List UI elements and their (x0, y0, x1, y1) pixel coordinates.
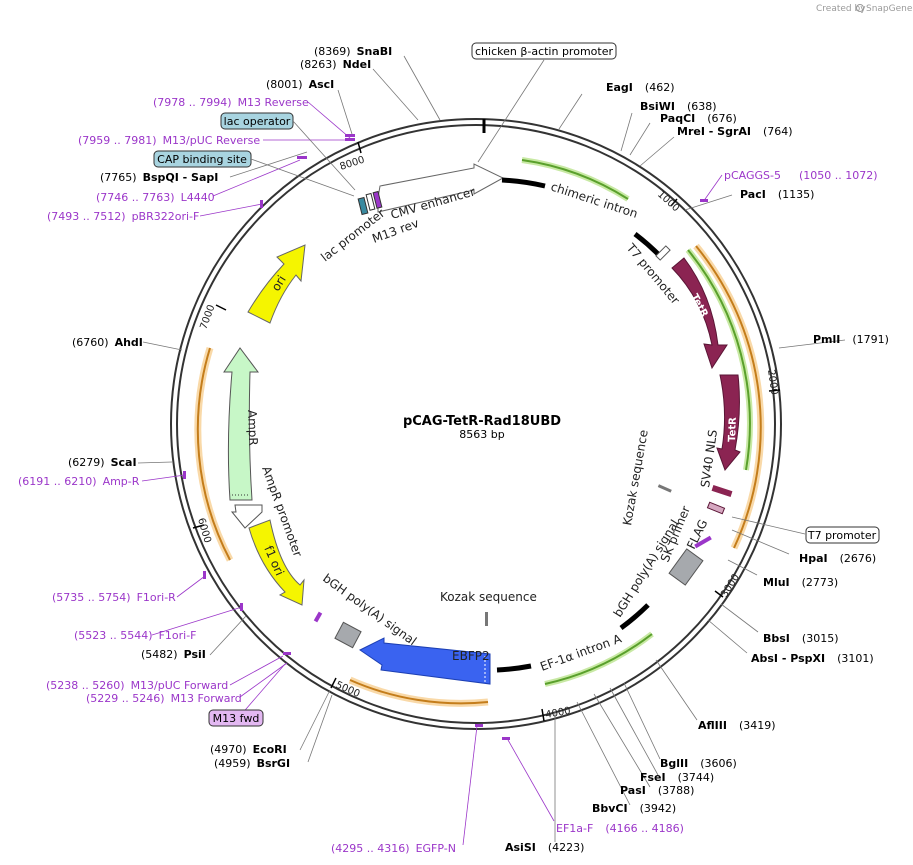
enzyme-bbsi: BbsI(3015) (763, 632, 838, 645)
primer-m13-reverse: (7978 .. 7994)M13 Reverse (153, 96, 309, 109)
label-ef1a-intron: EF-1α intron A (538, 631, 624, 674)
feature-ampr-promoter-arrow (230, 504, 263, 529)
label-kozak-1: Kozak sequence (620, 429, 651, 527)
feature-f1-ori-arrow (248, 519, 305, 606)
feature-ef1a-arc-2 (496, 663, 532, 673)
backbone-outer (170, 118, 782, 730)
feature-sk-primer (694, 535, 712, 549)
credit-brand: SnapGene (866, 4, 913, 14)
box-cap-site-text: CAP binding site (157, 153, 247, 166)
tick-label-3000: 3000 (719, 572, 742, 599)
feature-m13-fwd-mark (313, 611, 323, 623)
enzyme-paqci: PaqCI(676) (660, 112, 737, 125)
enzyme-pmli: PmlI(1791) (813, 333, 889, 346)
tick-marks (192, 141, 781, 722)
feature-sv40-nls (711, 485, 733, 497)
primer-f1ori-f: (5523 .. 5544)F1ori-F (74, 629, 197, 642)
feature-flag-tag (706, 501, 726, 515)
enzyme-bglii: BglII(3606) (660, 757, 737, 770)
box-t7-promoter-text: T7 promoter (807, 529, 877, 542)
plasmid-length: 8563 bp (459, 428, 504, 441)
enzyme-snabi: (8369)SnaBI (314, 45, 392, 58)
box-chicken-promoter (471, 42, 617, 60)
annotation-bands (194, 157, 765, 707)
primer-m13-puc-reverse: (7959 .. 7981)M13/pUC Reverse (78, 134, 260, 147)
tick-label-4000: 4000 (545, 706, 572, 721)
label-ebfp2: EBFP2 (452, 649, 490, 663)
primer-leader-lines (141, 101, 723, 846)
feature-kozak-1 (657, 484, 672, 493)
enzyme-hpai: HpaI(2676) (799, 552, 876, 565)
feature-ef1a-arc (619, 603, 650, 631)
primer-marks (183, 134, 708, 740)
primer-ef1a-f: EF1a-F(4166 .. 4186) (556, 822, 684, 835)
backbone-inner (176, 124, 776, 724)
enzyme-eagi: EagI(462) (606, 81, 675, 94)
enzyme-bspqi-sapi: (7765)BspQI - SapI (100, 171, 218, 184)
credit-prefix: Created by (816, 4, 866, 14)
enzyme-asisi: AsiSI(4223) (505, 841, 584, 854)
feature-bgh-polya-1 (668, 548, 704, 586)
primer-amp-r: (6191 .. 6210)Amp-R (18, 475, 140, 488)
enzyme-mrei-sgrai: MreI - SgrAI(764) (677, 125, 793, 138)
enzyme-mlui: MluI(2773) (763, 576, 838, 589)
enzyme-bsiwi: BsiWI(638) (640, 100, 717, 113)
enzyme-ecori: (4970)EcoRI (210, 743, 287, 756)
feature-tetr-arrow-1 (671, 257, 728, 370)
feature-tetr-arrow-2 (716, 374, 741, 471)
tick-label-2000: 2000 (765, 369, 779, 396)
feature-lac-operator-box (357, 196, 369, 216)
label-sv40-nls: SV40 NLS (698, 429, 720, 489)
primer-pbr322ori-f: (7493 .. 7512)pBR322ori-F (47, 210, 199, 223)
enzyme-psii: (5482)PsiI (141, 648, 206, 661)
primer-f1ori-r: (5735 .. 5754)F1ori-R (52, 591, 176, 604)
feature-bgh-polya-2 (334, 621, 362, 649)
box-m13-fwd-text: M13 fwd (213, 712, 260, 725)
primer-labels: (7978 .. 7994)M13 Reverse (7959 .. 7981)… (18, 96, 878, 855)
enzyme-ndei: (8263)NdeI (300, 58, 371, 71)
features (223, 163, 741, 685)
feature-lac-promoter-box (365, 192, 376, 211)
enzyme-bsrgi: (4959)BsrGI (214, 757, 290, 770)
enzyme-bbvci: BbvCI(3942) (592, 802, 676, 815)
primer-m13-puc-forward: (5238 .. 5260)M13/pUC Forward (46, 679, 228, 692)
enzyme-fsei: FseI(3744) (640, 771, 714, 784)
label-flag: FLAG (684, 517, 710, 551)
label-tetr-2: TetR (727, 417, 739, 442)
enzyme-scai: (6279)ScaI (68, 456, 137, 469)
enzyme-absi-pspxi: AbsI - PspXI(3101) (751, 652, 874, 665)
feature-ebfp2-arrow (359, 637, 491, 685)
enzyme-asci: (8001)AscI (266, 78, 334, 91)
box-chicken-promoter-text: chicken β-actin promoter (475, 45, 613, 58)
label-ampr: AmpR (245, 410, 260, 446)
feature-m13-rev-box (372, 190, 383, 209)
primer-m13-forward: (5229 .. 5246)M13 Forward (86, 692, 242, 705)
label-kozak-2: Kozak sequence (440, 590, 537, 604)
boxed-labels: lac operator CAP binding site chicken β-… (153, 42, 880, 727)
enzyme-ahdi: (6760)AhdI (72, 336, 143, 349)
primer-l4440: (7746 .. 7763)L4440 (96, 191, 215, 204)
feature-cba-promoter-arc (501, 177, 546, 189)
label-bgh-polya-2: bGH poly(A) signal (320, 571, 419, 648)
box-t7-promoter (805, 526, 880, 544)
enzyme-afliii: AflIII(3419) (698, 719, 776, 732)
feature-ori-arrow (247, 244, 306, 324)
primer-egfp-n: (4295 .. 4316)EGFP-N (331, 842, 456, 855)
tick-label-1000: 1000 (655, 189, 681, 214)
box-lac-operator-text: lac operator (224, 115, 291, 128)
feature-t7-promoter (655, 245, 671, 261)
enzyme-paci: PacI(1135) (740, 188, 814, 201)
plasmid-name: pCAG-TetR-Rad18UBD (403, 414, 561, 429)
feature-kozak-2 (485, 612, 488, 626)
box-m13-fwd (208, 709, 264, 727)
primer-pcaggs-5: pCAGGS-5(1050 .. 1072) (724, 169, 878, 182)
enzyme-pasi: PasI(3788) (620, 784, 694, 797)
snapgene-logo-icon (856, 4, 864, 12)
credit-watermark: Created by SnapGene (816, 4, 913, 14)
enzyme-labels: (8369)SnaBI (8263)NdeI (8001)AscI EagI(4… (68, 45, 889, 854)
feature-ampr-arrow (223, 347, 259, 501)
leader-lines (137, 55, 846, 842)
